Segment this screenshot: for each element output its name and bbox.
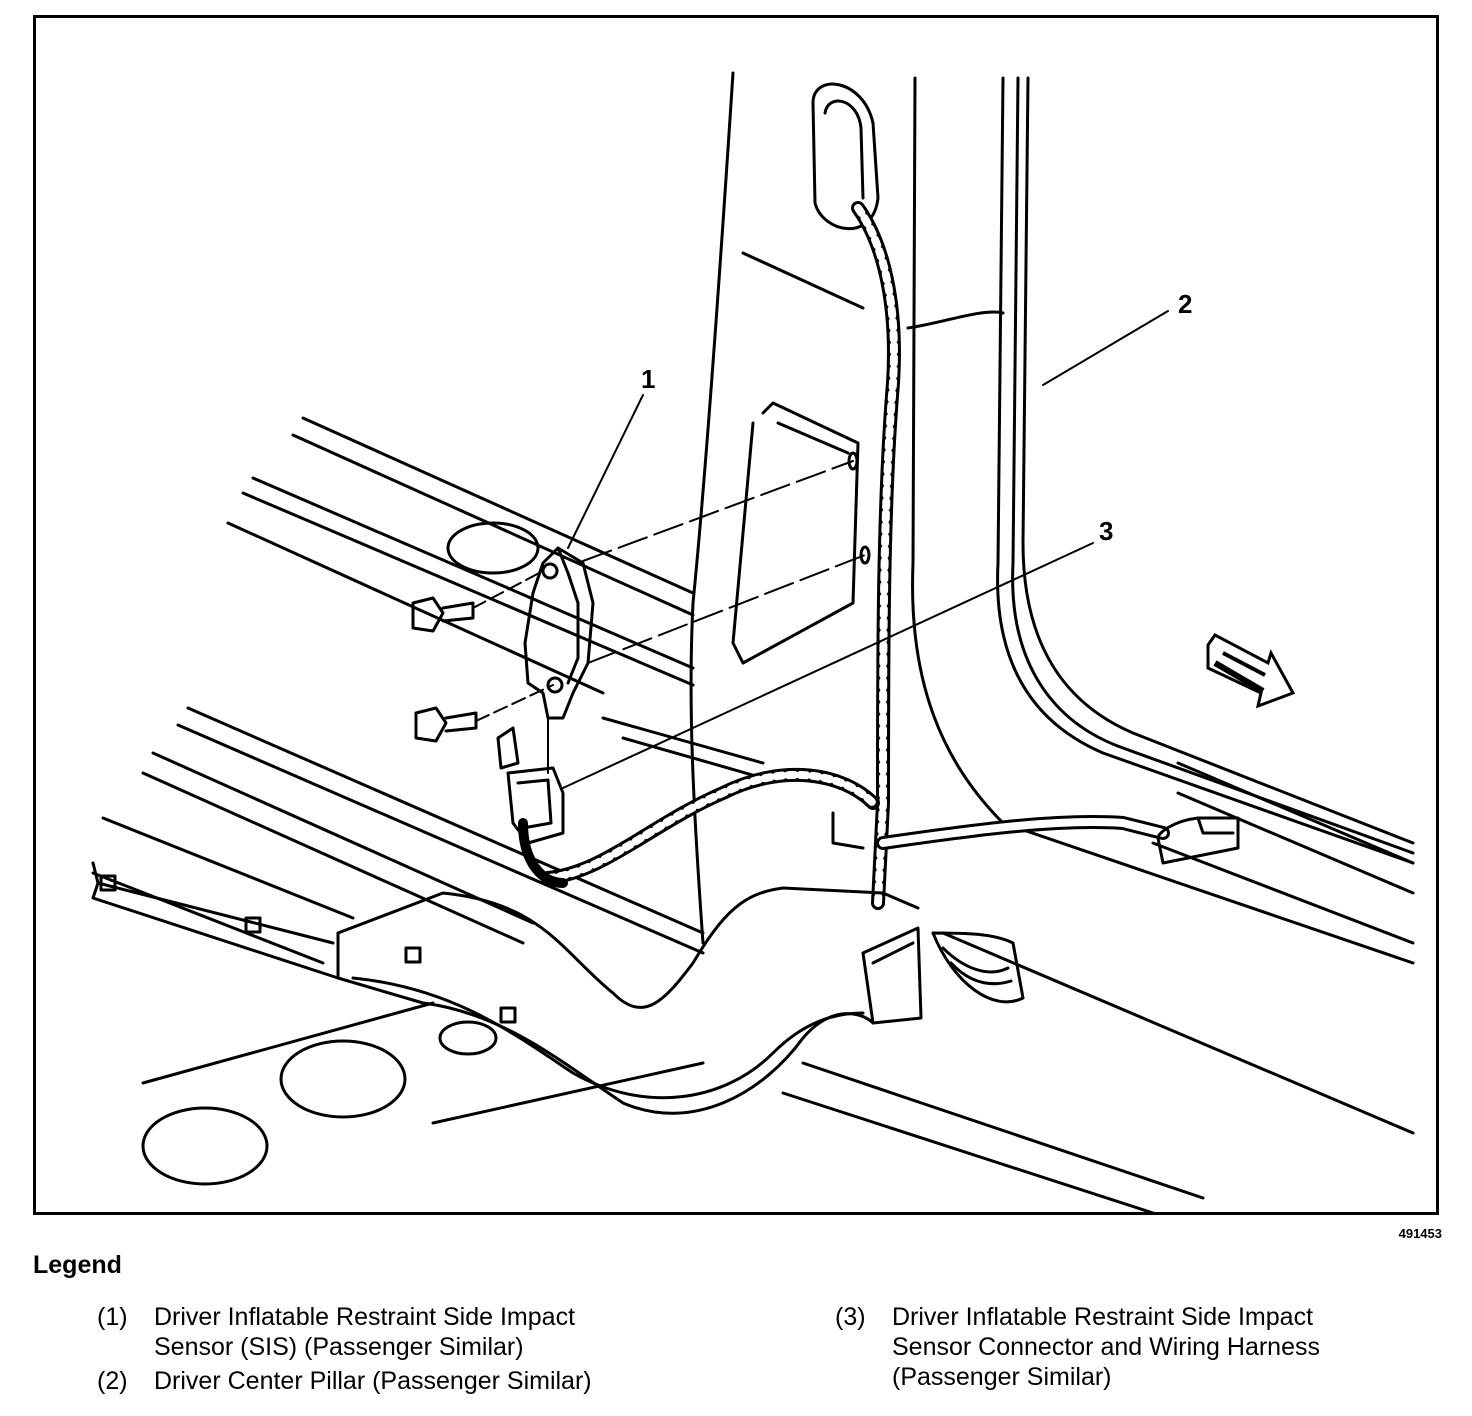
forward-arrow-icon [1206, 633, 1296, 709]
floor-lines [91, 416, 1415, 1212]
legend-number: (1) [97, 1303, 128, 1331]
legend-number: (3) [835, 1303, 866, 1331]
callout-1: 1 [641, 364, 656, 394]
callout-2: 2 [1178, 289, 1193, 319]
harness-clip [1156, 816, 1240, 865]
legend-number: (2) [97, 1367, 128, 1395]
legend-item-2: (2) Driver Center Pillar (Passenger Simi… [97, 1366, 592, 1396]
sill-channel [91, 811, 923, 1115]
line-art [91, 71, 1415, 1212]
sensor-connector [496, 726, 565, 845]
legend-item-3: (3) Driver Inflatable Restraint Side Imp… [835, 1302, 1320, 1392]
legend-title: Legend [33, 1251, 122, 1279]
legend-item-1: (1) Driver Inflatable Restraint Side Imp… [97, 1302, 575, 1362]
leader-lines [472, 310, 1169, 789]
callout-3: 3 [1099, 516, 1114, 546]
floor-hole [438, 1020, 498, 1056]
figure-number: 491453 [1398, 1226, 1442, 1241]
floor-hole [446, 521, 540, 575]
diagram-frame: 1 2 3 [33, 15, 1439, 1215]
bolt-icon [411, 596, 475, 633]
legend-text: Driver Inflatable Restraint Side Impact … [154, 1303, 576, 1361]
bolt-icon [414, 706, 478, 743]
floor-hole [279, 1039, 407, 1119]
legend-text: Driver Center Pillar (Passenger Similar) [154, 1367, 592, 1395]
legend-text: Driver Inflatable Restraint Side Impact … [892, 1303, 1320, 1391]
side-impact-sensor [523, 546, 595, 720]
wiring-harness [518, 201, 1170, 1004]
floor-hole [141, 1106, 269, 1186]
